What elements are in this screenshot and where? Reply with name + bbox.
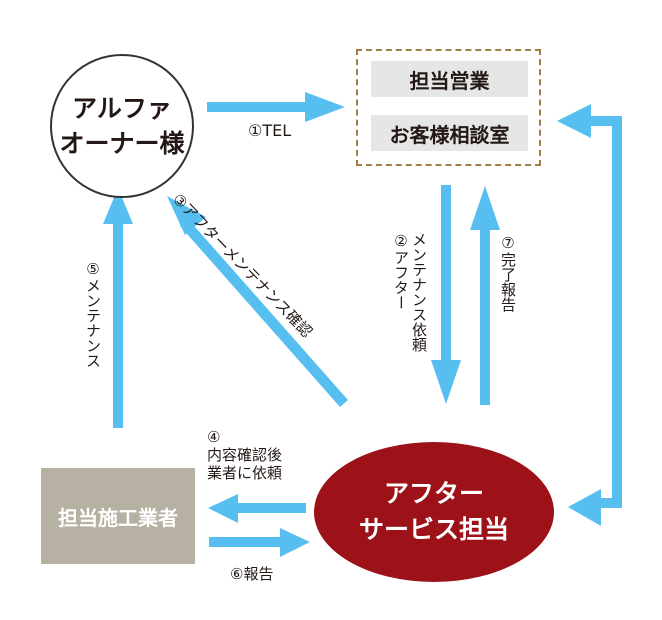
arrow-maintenance: [103, 188, 133, 428]
customer-consultation-label: お客様相談室: [371, 115, 528, 151]
flow-label-maintenance-request-line2: メンテナンス依頼: [410, 232, 428, 352]
flow-label-request-contractor-line1: ④: [207, 428, 221, 446]
flow-label-report: ⑥報告: [230, 565, 274, 583]
flow-label-maintenance: ⑤メンテナンス: [84, 260, 102, 368]
alpha-owner-node: アルファ オーナー様: [50, 54, 194, 198]
flow-label-maintenance-request-line1: ②アフター: [392, 232, 410, 310]
flow-label-completion-report: ⑦完了報告: [499, 234, 517, 312]
arrow-tel: [207, 92, 345, 122]
arrow-report: [209, 528, 310, 557]
contractor-node: 担当施工業者: [41, 468, 195, 564]
flow-label-tel: ①TEL: [248, 121, 292, 140]
flow-label-request-contractor-line3: 業者に依頼: [207, 464, 283, 482]
arrow-maintenance-request: [431, 185, 461, 404]
sales-rep-label: 担当営業: [371, 61, 528, 97]
flow-label-maintenance-request: メンテナンス依頼 ②アフター: [392, 232, 428, 352]
owner-label-line2: オーナー様: [59, 129, 185, 158]
arrow-completion-report: [470, 186, 500, 405]
contractor-label: 担当施工業者: [58, 505, 178, 530]
sales-group-box: 担当営業 お客様相談室: [356, 49, 541, 166]
after-service-label-line2: サービス担当: [358, 515, 509, 544]
owner-label-line1: アルファ: [72, 94, 172, 123]
arrow-maintenance-confirm: [167, 196, 348, 407]
arrow-request-contractor: [208, 494, 306, 523]
arrow-right-connector: [557, 104, 622, 526]
flow-label-request-contractor: ④ 内容確認後 業者に依頼: [207, 428, 282, 482]
after-service-label-line1: アフター: [383, 479, 484, 508]
flow-label-request-contractor-line2: 内容確認後: [207, 446, 283, 464]
after-service-node: アフター サービス担当: [314, 442, 554, 582]
